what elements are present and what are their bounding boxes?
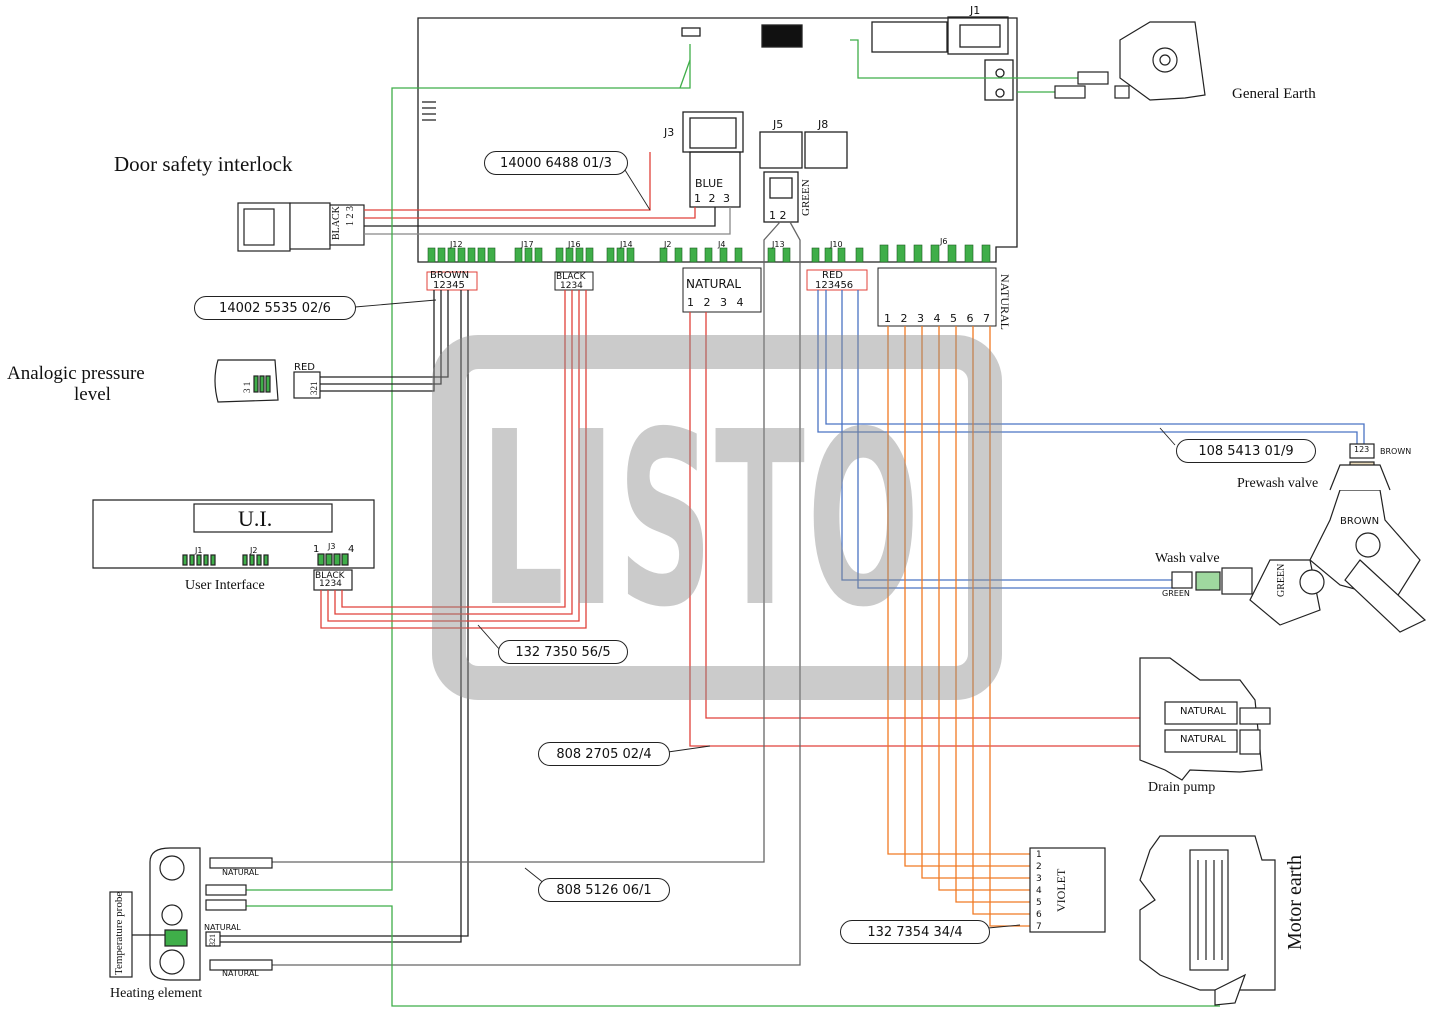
- j5-green-label: GREEN: [800, 179, 812, 216]
- part-number-ui: 132 7350 56/5: [498, 640, 628, 664]
- drain-pump-label: Drain pump: [1148, 780, 1216, 795]
- heating-probe-pins: 321: [208, 934, 217, 946]
- j10-red-label: RED: [822, 270, 843, 281]
- connector-j16: J16: [568, 240, 581, 249]
- part-number-door: 14000 6488 01/3: [484, 151, 628, 175]
- j3-blue-label: BLUE: [695, 177, 724, 190]
- connector-j17: J17: [521, 240, 534, 249]
- part-number-pressure: 14002 5535 02/6: [194, 296, 356, 320]
- door-interlock-device: [237, 202, 365, 252]
- motor-earth-label: Motor earth: [1284, 855, 1306, 950]
- j6-pins: 1 2 3 4 5 6 7: [884, 312, 993, 325]
- motor-pin-4: 4: [1036, 886, 1042, 896]
- ui-black-label: BLACK: [315, 571, 345, 581]
- j4-pins: 1 2 3 4: [687, 296, 747, 309]
- motor-pin-3: 3: [1036, 874, 1042, 884]
- j3-pins: 1 2 3: [694, 192, 732, 205]
- connector-j4: J4: [718, 240, 726, 249]
- j10-pins: 123456: [815, 280, 854, 291]
- connector-j1: J1: [970, 4, 981, 17]
- analogic-level-label: level: [74, 384, 111, 405]
- heating-natural-1: NATURAL: [222, 868, 259, 877]
- part-number-valves: 108 5413 01/9: [1176, 439, 1316, 463]
- connector-j5: J5: [773, 118, 784, 131]
- part-number-drain: 808 2705 02/4: [538, 742, 670, 766]
- board-plugs: [426, 267, 997, 327]
- drain-natural-2: NATURAL: [1180, 734, 1226, 745]
- ui-board: [92, 499, 375, 591]
- ui-pin-1: 1: [313, 544, 320, 555]
- prewash-brown-label: BROWN: [1340, 516, 1380, 527]
- connector-j12: J12: [450, 240, 463, 249]
- j16-pins: 1234: [560, 281, 583, 291]
- j6-natural-label: NATURAL: [998, 274, 1012, 330]
- drain-pump-device: [1139, 657, 1271, 781]
- door-safety-interlock-label: Door safety interlock: [114, 152, 293, 176]
- door-pins: 1 2 3: [345, 206, 356, 226]
- j12-brown-label: BROWN: [430, 270, 470, 281]
- j12-pins: 12345: [433, 280, 465, 291]
- watermark-text: LISTO: [480, 380, 922, 660]
- j16-black-label: BLACK: [556, 272, 586, 282]
- motor-pin-5: 5: [1036, 898, 1042, 908]
- connector-j14: J14: [620, 240, 633, 249]
- analogic-pressure-label: Analogic pressure: [7, 363, 145, 384]
- drain-natural-1: NATURAL: [1180, 706, 1226, 717]
- valves: [1171, 443, 1427, 633]
- ui-j3-pins: 1234: [319, 579, 342, 589]
- wash-green-label: GREEN: [1276, 563, 1287, 597]
- ui-connector-j2: J2: [250, 546, 258, 555]
- door-black-label: BLACK: [331, 206, 342, 240]
- pressure-red-label: RED: [294, 362, 315, 373]
- connector-j13: J13: [772, 240, 785, 249]
- general-earth-terminal: [1054, 21, 1206, 101]
- wires: [218, 39, 1365, 1007]
- prewash-valve-label: Prewash valve: [1237, 476, 1319, 491]
- heating-natural-2: NATURAL: [204, 923, 241, 932]
- heating-element-label: Heating element: [110, 986, 203, 1001]
- user-interface-label: User Interface: [185, 578, 265, 593]
- connector-j2: J2: [664, 240, 672, 249]
- part-number-motor: 132 7354 34/4: [840, 920, 990, 944]
- watermark-frame: [432, 335, 1002, 700]
- pressure-pins: 321: [309, 381, 319, 396]
- prewash-pins: 123: [1354, 445, 1370, 454]
- connector-j10: J10: [830, 240, 843, 249]
- ui-pin-4: 4: [348, 544, 355, 555]
- pressure-sensor: [214, 359, 321, 403]
- motor-pin-7: 7: [1036, 922, 1042, 932]
- pin-headers: [427, 244, 991, 263]
- general-earth-label: General Earth: [1232, 86, 1316, 102]
- pressure-sensor-pins: 3 1: [242, 381, 252, 393]
- ui-title: U.I.: [238, 506, 273, 531]
- temperature-probe-label: Temperature probe: [113, 891, 125, 975]
- connector-j6: J6: [940, 237, 948, 246]
- ui-connector-j3: J3: [328, 542, 336, 551]
- connector-j3: J3: [664, 126, 675, 139]
- main-board: [417, 16, 1018, 263]
- connector-j8: J8: [818, 118, 829, 131]
- prewash-brown-small: BROWN: [1380, 447, 1412, 456]
- wash-valve-label: Wash valve: [1155, 551, 1220, 566]
- part-number-heating: 808 5126 06/1: [538, 878, 670, 902]
- j5-pins: 1 2: [769, 209, 787, 222]
- ui-connector-j1: J1: [195, 546, 203, 555]
- j4-natural-label: NATURAL: [686, 277, 742, 291]
- motor-violet-label: VIOLET: [1054, 868, 1068, 912]
- motor-pin-6: 6: [1036, 910, 1042, 920]
- motor-device: [1029, 835, 1276, 1006]
- heating-element-device: [109, 847, 273, 981]
- motor-pin-1: 1: [1036, 850, 1042, 860]
- heating-natural-3: NATURAL: [222, 969, 259, 978]
- wash-green-small: GREEN: [1162, 589, 1190, 598]
- motor-pin-2: 2: [1036, 862, 1042, 872]
